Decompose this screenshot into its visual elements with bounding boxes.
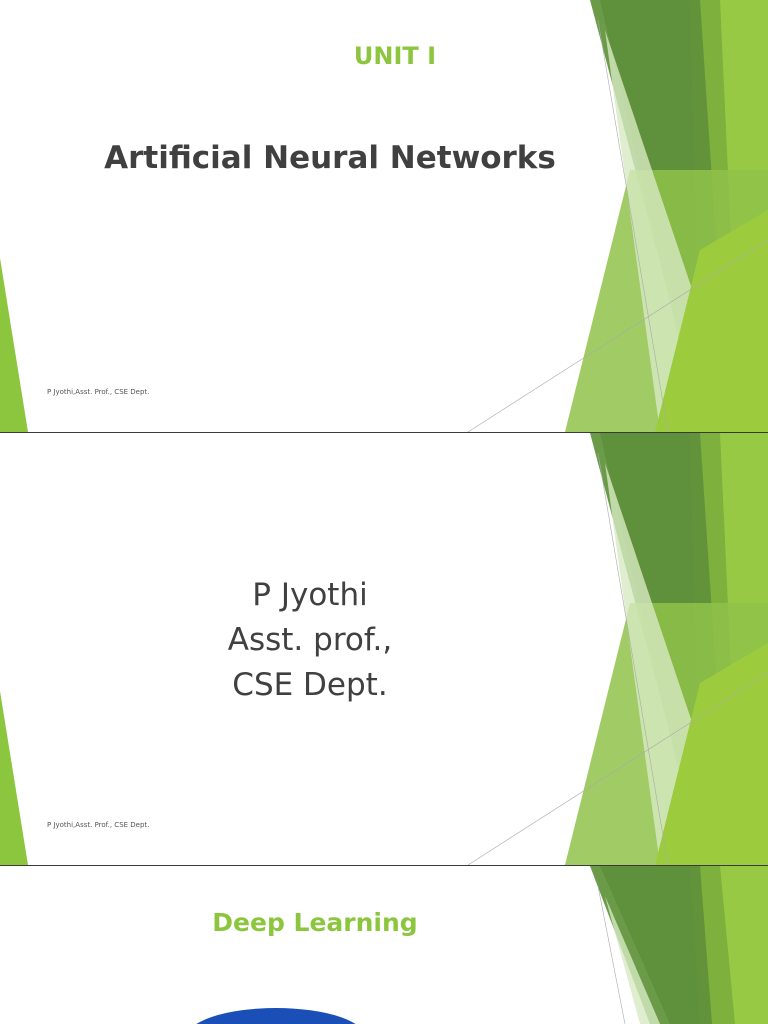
slide-3: Deep Learning [0, 866, 768, 1024]
slide-decoration-green-facets [0, 0, 768, 432]
slide-1: UNIT I Artificial Neural Networks P Jyot… [0, 0, 768, 432]
slide-footer: P Jyothi,Asst. Prof., CSE Dept. [47, 388, 150, 396]
unit-label: UNIT I [353, 42, 437, 70]
slide-title: Deep Learning [212, 908, 418, 937]
slide-footer: P Jyothi,Asst. Prof., CSE Dept. [47, 821, 150, 829]
slide-decoration-green-facets [0, 433, 768, 865]
slide-title: Artificial Neural Networks [104, 140, 556, 176]
slide-2: P Jyothi Asst. prof., CSE Dept. P Jyothi… [0, 433, 768, 865]
author-name: P Jyothi [252, 577, 368, 613]
slide-decoration-green-facets [590, 866, 768, 1024]
author-block: P Jyothi Asst. prof., CSE Dept. [110, 573, 510, 708]
blue-circle-graphic [186, 1008, 366, 1024]
author-designation: Asst. prof., [227, 622, 393, 658]
author-department: CSE Dept. [232, 667, 388, 703]
